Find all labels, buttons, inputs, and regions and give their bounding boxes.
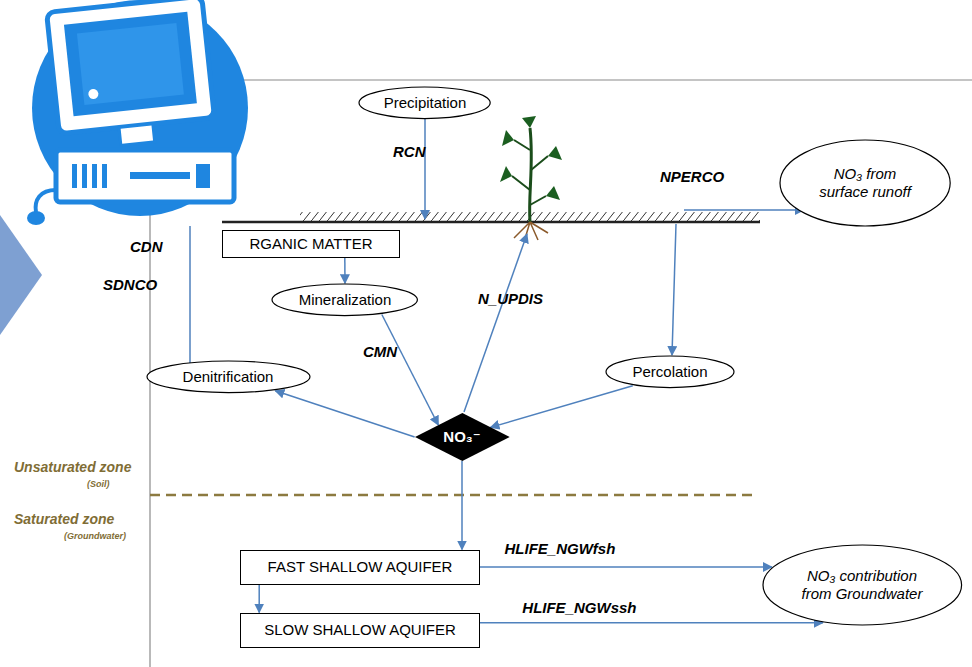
process-ellipse: Percolation xyxy=(605,355,735,389)
computer-icon-part xyxy=(47,0,217,152)
plant-part xyxy=(546,186,560,200)
parameter-label: HLIFE_NGWssh xyxy=(522,599,636,617)
computer-icon-part xyxy=(77,23,184,105)
frame-line-part xyxy=(150,79,972,80)
node-label: Precipitation xyxy=(384,94,467,112)
node-text-group: Mineralization xyxy=(299,291,392,309)
ellipse-shape xyxy=(780,140,950,226)
node-text-group: Denitrification xyxy=(183,368,274,386)
diamond-shape xyxy=(415,413,510,461)
node-text-group: NO₃⁻ xyxy=(443,428,480,446)
node-text-group: FAST SHALLOW AQUIFER xyxy=(268,558,453,576)
computer-icon xyxy=(27,0,248,225)
output-ellipse: NO₃ contribution from Groundwater xyxy=(762,544,963,626)
ellipse-shape xyxy=(147,361,310,393)
process-ellipse: Precipitation xyxy=(358,86,491,120)
node-label: NO₃ from surface runoff xyxy=(810,165,920,201)
zone-label: Unsaturated zone xyxy=(12,458,133,476)
process-ellipse: Denitrification xyxy=(146,360,311,394)
process-ellipse: Mineralization xyxy=(271,283,418,317)
node-text-group: NO₃ contribution from Groundwater xyxy=(797,567,927,603)
computer-icon-part xyxy=(56,150,234,202)
computer-icon-part xyxy=(47,0,215,134)
flow-connector xyxy=(275,391,414,437)
node-label: NO₃⁻ xyxy=(443,428,480,446)
node-label: NO₃ contribution from Groundwater xyxy=(797,567,927,603)
plant-part xyxy=(500,166,512,182)
parameter-label: HLIFE_NGWfsh xyxy=(504,540,615,558)
computer-icon-part xyxy=(92,164,97,188)
aquifer-box: FAST SHALLOW AQUIFER xyxy=(240,550,480,585)
parameter-label: NPERCO xyxy=(660,168,724,186)
computer-icon-part xyxy=(130,172,190,179)
node-label: Denitrification xyxy=(183,368,274,386)
parameter-label: SDNCO xyxy=(103,276,157,294)
plant-part xyxy=(548,146,562,160)
ellipse-shape xyxy=(763,545,962,625)
computer-icon-part xyxy=(64,12,197,116)
computer-icon-part xyxy=(82,164,87,188)
soil-surface xyxy=(222,212,760,222)
computer-icon-part xyxy=(27,211,45,225)
computer-icon-part xyxy=(196,164,210,188)
soil-surface-part xyxy=(222,221,760,224)
aquifer-box: SLOW SHALLOW AQUIFER xyxy=(240,613,480,648)
flow-connector xyxy=(258,585,260,613)
plant-part xyxy=(512,140,548,205)
computer-icon-part xyxy=(102,164,107,188)
plant-part xyxy=(514,222,548,242)
parameter-label: N_UPDIS xyxy=(478,290,543,308)
computer-icon-part xyxy=(36,190,56,212)
plant xyxy=(500,116,562,242)
flow-connector xyxy=(461,461,463,550)
flow-connector xyxy=(480,566,772,568)
computer-icon-part xyxy=(72,164,77,188)
zone-label: (Groundwater) xyxy=(62,531,128,542)
flow-arrow-part xyxy=(672,224,676,355)
parameter-label: CDN xyxy=(130,238,163,256)
node-label: Percolation xyxy=(632,363,707,381)
computer-icon-part xyxy=(88,89,99,100)
flow-arrow-part xyxy=(684,209,804,211)
zone-boundary-part xyxy=(150,494,752,497)
zone-boundary xyxy=(150,495,752,496)
node-label: SLOW SHALLOW AQUIFER xyxy=(264,621,456,639)
side-arrow-part xyxy=(0,215,42,335)
zone-label: (Soil) xyxy=(85,479,112,490)
zone-label: Saturated zone xyxy=(12,510,116,528)
plant-part xyxy=(502,130,514,146)
frame-line xyxy=(150,80,972,667)
node-text-group: Precipitation xyxy=(384,94,467,112)
flow-arrow-part xyxy=(424,119,426,219)
side-arrow xyxy=(0,215,42,335)
node-label: FAST SHALLOW AQUIFER xyxy=(268,558,453,576)
nitrate-diamond: NO₃⁻ xyxy=(415,413,510,461)
flow-connector xyxy=(480,622,823,624)
plant-part xyxy=(522,116,536,128)
node-text-group: NO₃ from surface runoff xyxy=(810,165,920,201)
flow-arrow-part xyxy=(464,234,527,412)
computer-icon-part xyxy=(119,124,155,145)
ellipse-shape xyxy=(272,284,417,316)
ellipse-shape xyxy=(606,356,734,388)
node-text-group: RGANIC MATTER xyxy=(249,235,372,253)
node-text-group: SLOW SHALLOW AQUIFER xyxy=(264,621,456,639)
node-label: RGANIC MATTER xyxy=(249,235,372,253)
pool-box: RGANIC MATTER xyxy=(222,230,400,258)
flow-connector xyxy=(344,258,346,283)
parameter-label: RCN xyxy=(393,143,426,161)
parameter-label: CMN xyxy=(363,343,397,361)
flow-connector xyxy=(382,315,438,425)
flow-connector xyxy=(490,386,632,428)
flow-arrow-part xyxy=(189,226,191,363)
ellipse-shape xyxy=(359,87,490,119)
node-text-group: Percolation xyxy=(632,363,707,381)
plant-part xyxy=(530,128,532,222)
output-ellipse: NO₃ from surface runoff xyxy=(779,139,951,227)
node-label: Mineralization xyxy=(299,291,392,309)
